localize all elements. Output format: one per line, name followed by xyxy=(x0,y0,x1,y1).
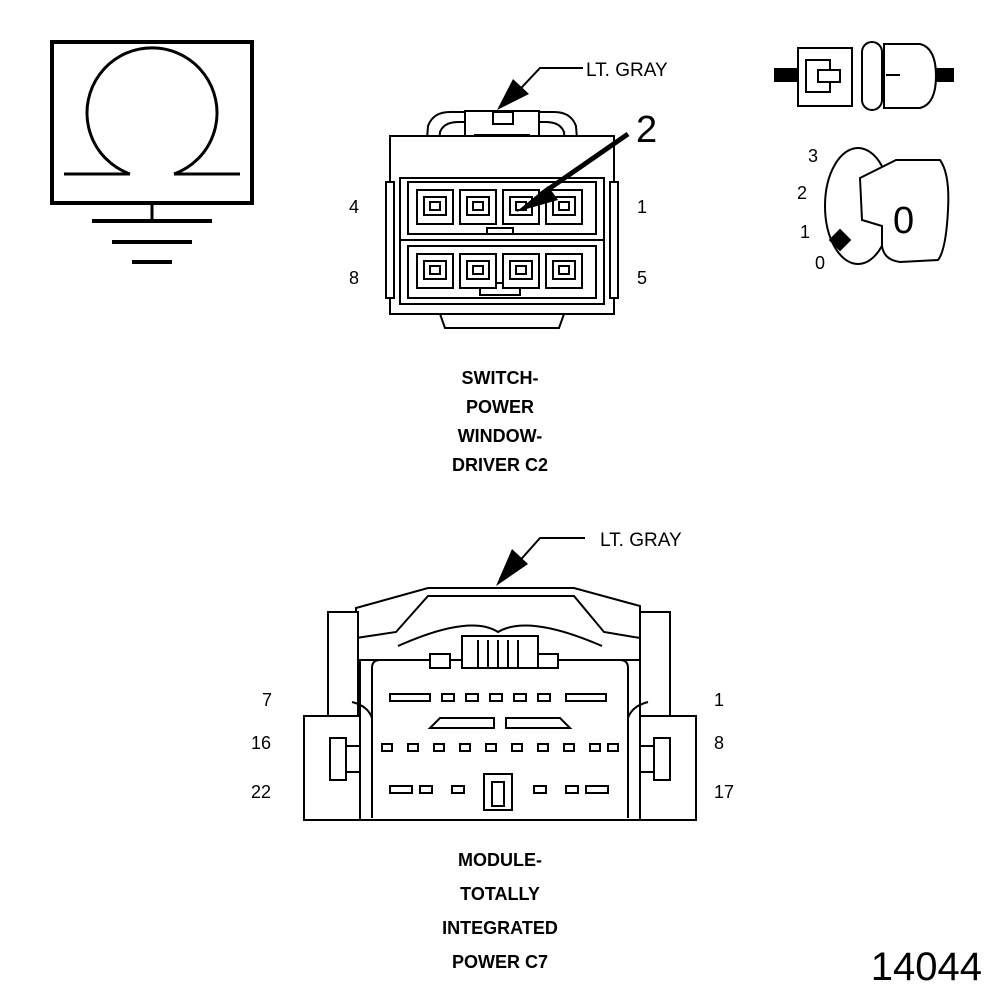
switch-callout-number: 2 xyxy=(636,109,657,151)
switch-color-note: LT. GRAY xyxy=(586,60,668,81)
module-pin-label: 22 xyxy=(251,782,271,802)
switch-pin-label: 4 xyxy=(349,197,359,217)
ignition-key-icon xyxy=(774,41,954,265)
switch-pin-label: 8 xyxy=(349,268,359,288)
key-position-label: 0 xyxy=(815,253,825,273)
switch-pin-label: 5 xyxy=(637,268,647,288)
key-position-label: 1 xyxy=(800,222,810,242)
key-position-label: 2 xyxy=(797,183,807,203)
module-pin-label: 7 xyxy=(262,690,272,710)
key-position-label: 3 xyxy=(808,146,818,166)
module-pin-label: 8 xyxy=(714,733,724,753)
switch-caption-line: SWITCH- xyxy=(462,368,539,388)
module-caption-line: INTEGRATED xyxy=(442,918,558,938)
color-leader xyxy=(496,537,585,586)
figure-number: 14044 xyxy=(871,945,982,989)
module-caption-line: MODULE- xyxy=(458,850,542,870)
switch-caption-line: POWER xyxy=(466,397,534,417)
module-connector-c7 xyxy=(303,537,697,821)
module-pin-label: 17 xyxy=(714,782,734,802)
callout-arrow xyxy=(516,131,630,212)
connector-latch xyxy=(429,635,559,669)
key-label: 0 xyxy=(893,200,914,242)
switch-connector-c2 xyxy=(385,67,630,329)
ohm-ground-icon xyxy=(50,40,254,264)
switch-caption-line: DRIVER C2 xyxy=(452,455,548,475)
color-leader xyxy=(497,67,583,110)
module-caption-line: POWER C7 xyxy=(452,952,548,972)
switch-caption-line: WINDOW- xyxy=(458,426,543,446)
module-pin-label: 16 xyxy=(251,733,271,753)
switch-pin-label: 1 xyxy=(637,197,647,217)
module-caption-line: TOTALLY xyxy=(460,884,540,904)
module-pin-cavities xyxy=(381,693,619,811)
switch-pin-cavities xyxy=(416,189,583,289)
module-pin-label: 1 xyxy=(714,690,724,710)
module-color-note: LT. GRAY xyxy=(600,530,682,551)
